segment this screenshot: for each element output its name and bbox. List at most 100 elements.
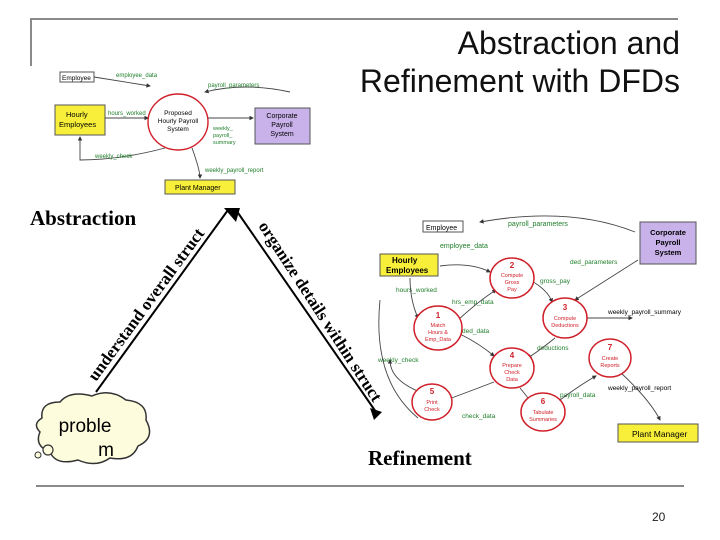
weekly-check-flow	[77, 136, 166, 161]
r-employee-label: Employee	[426, 225, 457, 232]
process-label-1: Proposed	[164, 110, 192, 117]
refined-diagram: Employee payroll_parameters employee_dat…	[377, 215, 699, 443]
plant-manager-entity	[164, 179, 236, 195]
weekly-report-flow	[191, 147, 203, 179]
r-payroll-data-label: payroll_data	[560, 392, 596, 399]
cloud-text-line-1: proble	[59, 416, 112, 437]
r-p4-line-a: Prepare	[502, 363, 522, 369]
r-corporate-label-3: System	[655, 248, 682, 257]
r-p6-line-a: Tabulate	[533, 410, 554, 416]
context-diagram: Employee employee_data payroll_parameter…	[54, 71, 311, 195]
r-hrs-emp-data-label: hrs_emp_data	[452, 299, 494, 306]
payroll-parameters-flow	[204, 86, 291, 94]
r-p5-line-b: Check	[424, 407, 440, 413]
summary-label-2: payroll_	[213, 133, 233, 139]
process-label-3: System	[167, 126, 189, 133]
r-flow-p7-report	[619, 371, 661, 421]
title-line-2: Refinement with DFDs	[359, 63, 680, 99]
r-ded-parameters-flow	[574, 259, 639, 301]
r-p4-line-b: Check	[504, 370, 520, 376]
refinement-arrow-line	[235, 209, 377, 413]
r-employee-data-label: employee_data	[440, 243, 488, 250]
r-hours-worked-label: hours_worked	[396, 287, 437, 294]
cloud-text-line-2: m	[98, 440, 114, 461]
summary-label-3: summary	[213, 140, 236, 146]
r-process-1	[413, 305, 463, 351]
problem-cloud: proble m	[34, 392, 151, 465]
r-p6-number: 6	[541, 397, 546, 406]
r-p1-line-c: Emp_Data	[425, 337, 452, 343]
r-gross-pay-label: gross_pay	[540, 278, 571, 285]
r-flow-p1-to-p4	[459, 333, 495, 357]
hourly-employees-label-1: Hourly	[66, 110, 88, 119]
r-process-3	[542, 297, 588, 339]
r-flow-emp-to-p2	[439, 264, 491, 273]
r-flow-p4-to-p5	[445, 381, 495, 401]
r-p2-line-b: Gross	[505, 280, 520, 286]
corporate-label-2: Payroll	[271, 122, 293, 129]
frame-left-line	[30, 18, 32, 66]
r-hourly-entity	[379, 253, 439, 277]
cloud-bubble-small	[34, 451, 42, 459]
cloud-shape	[35, 392, 151, 465]
payroll-system-process	[147, 93, 209, 151]
r-p7-line-a: Create	[602, 356, 619, 362]
r-weekly-check-label: weekly_check	[377, 357, 419, 364]
r-p3-number: 3	[563, 303, 568, 312]
slide-title: Abstraction and Refinement with DFDs	[260, 24, 680, 100]
hourly-employees-label-2: Employees	[59, 120, 96, 129]
r-p5-line-a: Print	[426, 400, 438, 406]
r-p6-line-b: Summaries	[529, 417, 557, 423]
refinement-label: Refinement	[368, 446, 472, 470]
employee-store-label: Employee	[62, 75, 91, 82]
r-process-6	[520, 392, 566, 432]
r-payroll-parameters-flow	[479, 215, 636, 233]
arrow-head-top	[224, 208, 240, 222]
r-ded-parameters-label: ded_parameters	[570, 259, 618, 266]
r-corporate-label-2: Payroll	[655, 238, 680, 247]
r-p4-line-c: Data	[506, 377, 519, 383]
r-weekly-report-label: weekly_payroll_report	[607, 385, 671, 392]
r-p7-line-b: Reports	[600, 363, 620, 369]
r-p2-line-c: Pay	[507, 287, 517, 293]
corporate-label-3: System	[270, 131, 294, 138]
r-process-2	[489, 257, 535, 299]
title-line-1: Abstraction and	[457, 25, 680, 61]
r-corporate-label-1: Corporate	[650, 228, 686, 237]
cloud-bubble-large	[42, 444, 54, 456]
r-hourly-label-2: Employees	[386, 266, 429, 275]
corporate-label-1: Corporate	[266, 113, 297, 120]
r-deductions-label: deductions	[537, 345, 569, 352]
r-weekly-summary-label: weekly_payroll_summary	[607, 309, 682, 316]
employee-data-label: employee_data	[116, 73, 158, 79]
r-p2-line-a: Compute	[501, 273, 523, 279]
employee-data-flow	[93, 76, 151, 88]
abstraction-arrow-line	[95, 209, 229, 393]
r-plant-manager-label: Plant Manager	[632, 429, 687, 439]
r-p3-line-b: Deductions	[551, 323, 579, 329]
weekly-check-label: weekly_check	[94, 154, 133, 160]
r-p3-line-a: Compute	[554, 316, 576, 322]
r-p1-line-a: Match	[431, 323, 446, 329]
page-number: 20	[652, 510, 666, 524]
r-ded-data-label: ded_data	[462, 328, 489, 335]
hours-worked-label: hours_worked	[108, 111, 146, 117]
r-p2-number: 2	[510, 261, 515, 270]
r-p5-number: 5	[430, 387, 435, 396]
r-payroll-parameters-label: payroll_parameters	[508, 221, 568, 228]
r-p7-number: 7	[608, 343, 613, 352]
r-flow-p1-to-p2	[457, 289, 497, 321]
abstraction-label: Abstraction	[30, 206, 137, 230]
summary-label-1: weekly_	[212, 126, 234, 132]
r-p4-number: 4	[510, 351, 515, 360]
r-flow-hours-to-p1	[409, 277, 419, 319]
process-label-2: Hourly Payroll	[158, 118, 199, 125]
weekly-report-label: weekly_payroll_report	[204, 168, 264, 174]
r-p1-number: 1	[436, 311, 441, 320]
arrow-head-bottom	[370, 408, 382, 420]
r-p1-line-b: Hours &	[428, 330, 448, 336]
r-corporate-entity	[639, 221, 697, 265]
r-process-4	[489, 347, 535, 389]
r-process-5	[411, 383, 453, 421]
